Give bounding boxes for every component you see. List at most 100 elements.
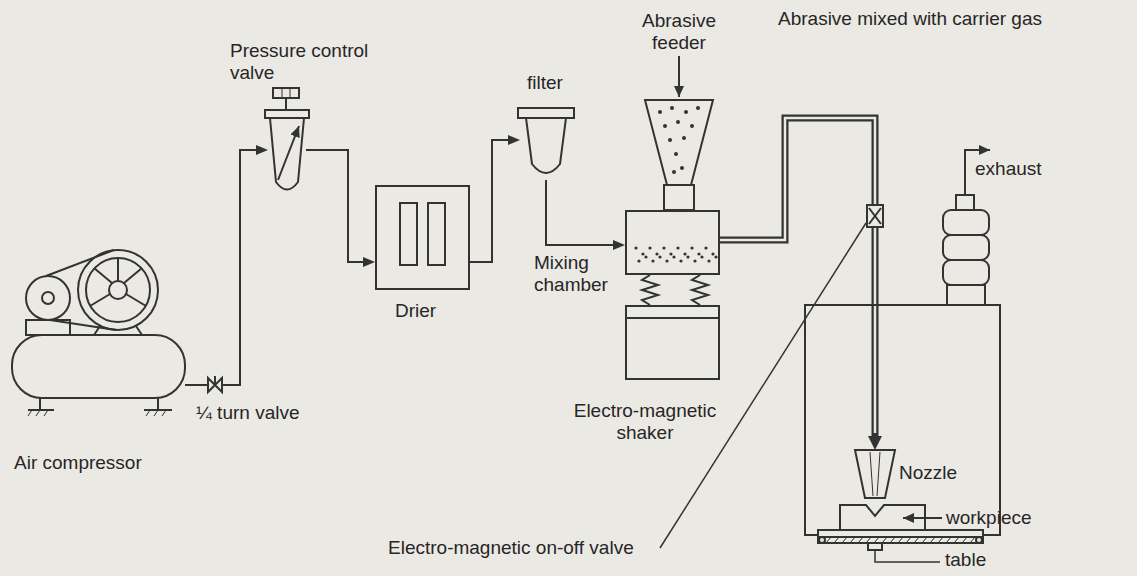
drier-elements	[400, 203, 417, 265]
mixing-chamber-abrasive	[634, 246, 717, 262]
component-box: filter	[520, 108, 572, 180]
abrasive-hopper	[696, 106, 700, 110]
mixing-chamber-abrasive	[690, 246, 693, 249]
shaker-springs	[625, 275, 720, 318]
mixing-chamber-abrasive	[686, 255, 689, 258]
air-compressor-figure	[86, 258, 150, 322]
component-box: Mixing chamber	[625, 210, 720, 275]
pipe-line	[720, 118, 875, 436]
component-label: Pressure control valve	[230, 40, 380, 84]
abrasive-hopper	[690, 124, 694, 128]
abrasive-hopper	[664, 185, 694, 210]
table-figure	[818, 530, 983, 537]
table-figure	[834, 537, 839, 543]
pipe-line	[546, 180, 613, 245]
part-label: Electro-magnetic on-off valve	[388, 537, 634, 559]
mixing-chamber-abrasive	[644, 255, 647, 258]
table-figure	[954, 537, 959, 543]
pressure-valve-figure	[265, 110, 309, 118]
table-figure	[922, 537, 927, 543]
component-label: filter	[527, 72, 563, 94]
component-box: Electro-magnetic shaker	[625, 305, 720, 380]
air-compressor-figure	[146, 410, 150, 416]
table-figure	[858, 537, 863, 543]
component-box: Pressure control valve	[268, 110, 306, 195]
part-label: table	[945, 549, 986, 571]
mixing-chamber-abrasive	[662, 246, 665, 249]
abrasive-hopper	[670, 106, 674, 110]
air-compressor-figure	[117, 258, 119, 281]
mixing-chamber-abrasive	[693, 259, 696, 262]
component-box: Nozzle	[855, 450, 895, 498]
mixing-chamber-abrasive	[658, 255, 661, 258]
filter-figure	[526, 118, 566, 173]
table-figure	[898, 537, 903, 543]
air-compressor-figure	[46, 250, 114, 276]
table-figure	[890, 537, 895, 543]
pressure-valve-figure	[273, 88, 299, 98]
pressure-valve-figure	[285, 98, 287, 110]
pipe-line	[185, 150, 256, 385]
air-compressor-figure	[126, 294, 146, 306]
mixing-chamber-abrasive	[634, 246, 717, 262]
abrasive-hopper	[676, 120, 680, 124]
mixing-chamber-abrasive	[634, 246, 637, 249]
mixing-chamber-abrasive	[711, 252, 714, 255]
pipe-connector	[185, 150, 256, 385]
pipe-connector	[720, 118, 875, 436]
pipe-line	[470, 140, 508, 262]
filter-figure	[518, 108, 574, 173]
component-box: Air compressor	[12, 335, 185, 398]
pipe-label: Abrasive mixed with carrier gas	[778, 8, 1042, 30]
pressure-valve-figure	[282, 88, 283, 98]
filter-figure	[518, 108, 574, 118]
abrasive-hopper	[674, 152, 678, 156]
table-figure	[819, 537, 825, 543]
mixing-chamber-abrasive	[669, 252, 672, 255]
exhaust-bellows	[956, 195, 974, 210]
air-compressor-figure	[136, 326, 142, 335]
air-compressor-figure	[94, 326, 100, 335]
work-enclosure	[805, 305, 1000, 535]
shaker-springs	[642, 275, 658, 305]
exhaust-bellows	[943, 235, 989, 260]
mixing-chamber-abrasive	[714, 255, 717, 258]
table-figure	[818, 537, 983, 543]
table-figure	[970, 537, 975, 543]
air-compressor-figure	[162, 410, 166, 416]
nozzle-figure	[877, 452, 880, 496]
pipe-connector	[546, 180, 613, 245]
workpiece-figure	[840, 505, 942, 530]
air-compressor-figure	[39, 398, 41, 410]
mixing-chamber-abrasive	[707, 259, 710, 262]
mixing-chamber-abrasive	[679, 259, 682, 262]
part-label: Abrasive feeder	[624, 10, 734, 54]
air-compressor-figure	[157, 398, 159, 410]
shaker-springs	[692, 275, 708, 305]
pressure-valve-figure	[278, 126, 299, 180]
abrasive-hopper	[672, 170, 676, 174]
abrasive-hopper	[680, 166, 684, 170]
air-compressor-figure	[42, 292, 54, 304]
table-figure	[826, 537, 975, 543]
electro-magnetic-valve	[869, 208, 881, 224]
drier-elements	[428, 203, 445, 265]
air-compressor-figure	[28, 410, 32, 416]
table-figure	[850, 537, 855, 543]
mixing-chamber-abrasive	[665, 259, 668, 262]
exhaust-bellows	[943, 210, 989, 235]
electro-magnetic-valve	[869, 208, 881, 224]
table-figure	[906, 537, 911, 543]
air-compressor-figure	[154, 410, 158, 416]
air-compressor-figure	[109, 281, 127, 299]
table-figure	[826, 537, 831, 543]
air-compressor-figure	[50, 320, 116, 330]
mixing-chamber-abrasive	[704, 246, 707, 249]
air-compressor-figure	[124, 268, 142, 283]
component-box: Drier	[375, 185, 470, 290]
abrasive-hopper	[684, 110, 688, 114]
electro-magnetic-valve	[867, 205, 883, 227]
table-figure	[875, 550, 940, 562]
exhaust-bellows	[943, 260, 989, 285]
part-label: workpiece	[946, 507, 1032, 529]
